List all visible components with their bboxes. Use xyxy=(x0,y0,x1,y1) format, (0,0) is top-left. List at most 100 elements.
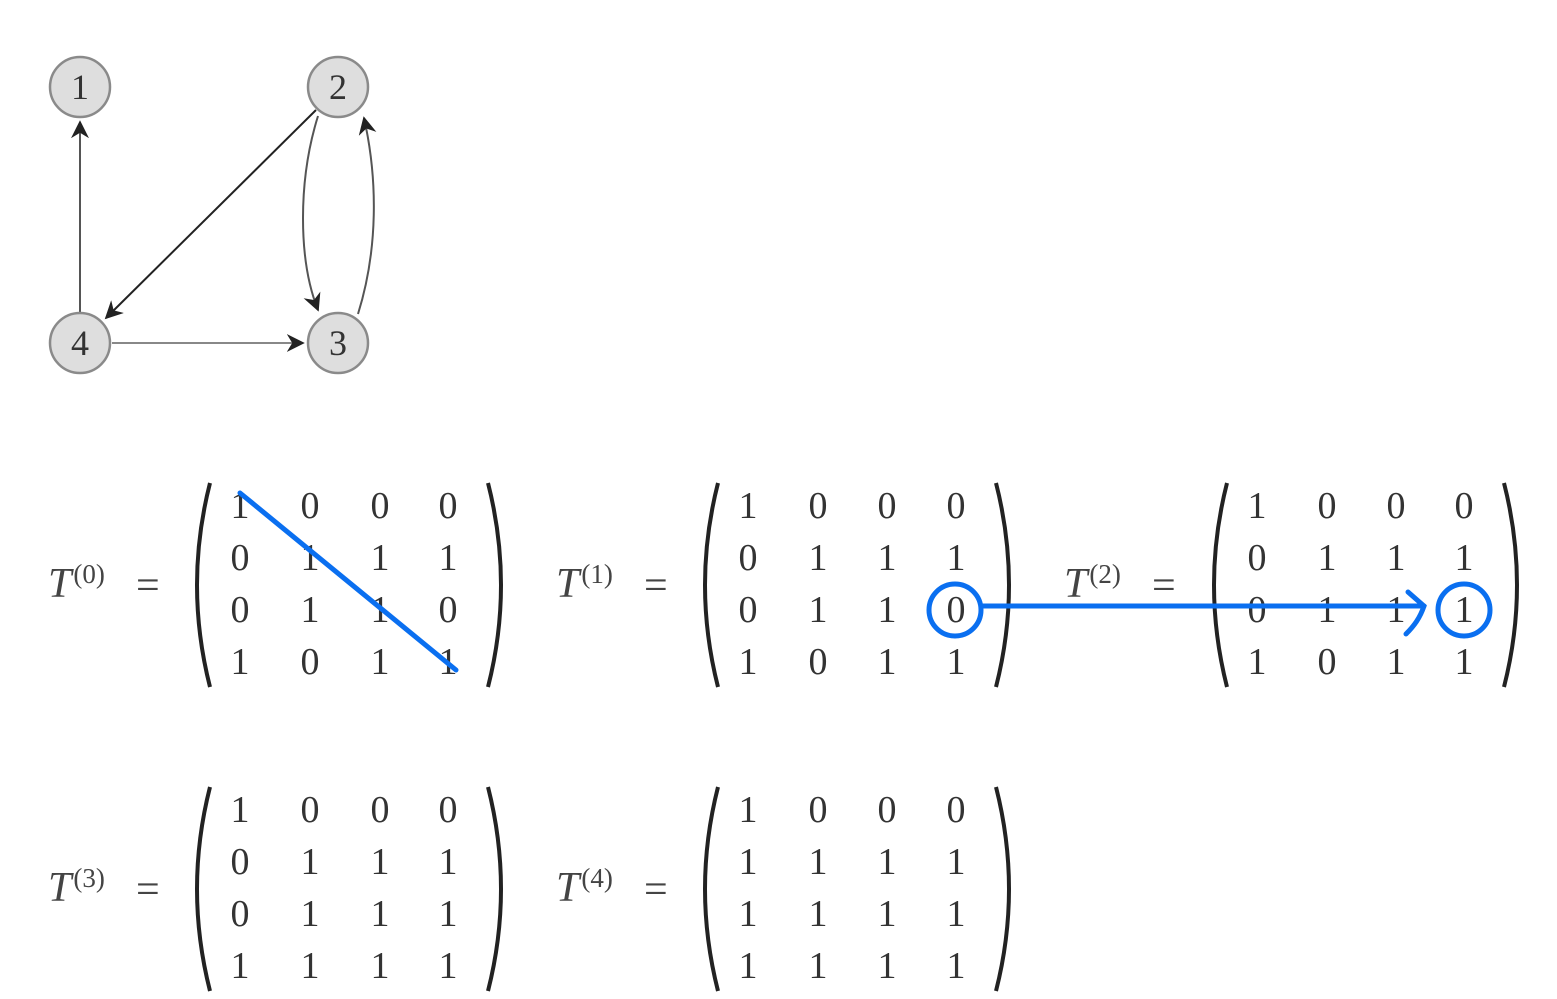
matrix-cell: 0 xyxy=(947,589,966,631)
matrix-cell: 1 xyxy=(371,893,390,935)
matrix-cell: 1 xyxy=(371,841,390,883)
equals-sign: = xyxy=(644,867,668,913)
matrix-symbol: T xyxy=(48,561,74,607)
matrix-cell: 1 xyxy=(439,893,458,935)
matrix-superscript: (3) xyxy=(73,863,104,893)
matrix-cell: 1 xyxy=(301,589,320,631)
matrix-cell: 1 xyxy=(1387,641,1406,683)
highlight-circle-t2 xyxy=(1435,581,1493,639)
matrix-cell: 0 xyxy=(439,589,458,631)
matrix-cell: 0 xyxy=(809,789,828,831)
edge-2-to-4 xyxy=(104,109,317,320)
matrix-label: T(2) xyxy=(1064,559,1121,607)
matrix-cell: 1 xyxy=(739,789,758,831)
matrix-cell: 1 xyxy=(1248,485,1267,527)
matrix-cell: 1 xyxy=(878,537,897,579)
left-parenthesis xyxy=(703,482,720,688)
right-parenthesis xyxy=(1502,482,1519,688)
matrix-cell: 0 xyxy=(1387,485,1406,527)
right-parenthesis xyxy=(994,482,1011,688)
matrix-label: T(4) xyxy=(556,863,613,911)
highlight-circle-t1 xyxy=(926,581,984,639)
matrix-cell: 0 xyxy=(947,789,966,831)
matrix-cell: 0 xyxy=(231,841,250,883)
node-label: 2 xyxy=(329,67,347,107)
node-circle xyxy=(306,311,370,375)
matrix-cell: 1 xyxy=(301,945,320,987)
matrix-cell: 1 xyxy=(809,945,828,987)
matrix-symbol: T xyxy=(1064,561,1090,607)
matrix-cell: 0 xyxy=(439,485,458,527)
matrix-cell: 1 xyxy=(739,485,758,527)
graph-node-2: 2 xyxy=(306,55,370,119)
matrix-cell: 0 xyxy=(371,485,390,527)
node-circle xyxy=(48,55,112,119)
diagonal-strike-line xyxy=(237,490,459,673)
matrix-cell: 0 xyxy=(301,641,320,683)
matrix-cell: 0 xyxy=(231,589,250,631)
matrix-label: T(0) xyxy=(48,559,105,607)
matrix-cell: 0 xyxy=(301,789,320,831)
matrix-cell: 1 xyxy=(231,945,250,987)
matrix-cell: 0 xyxy=(809,485,828,527)
right-parenthesis xyxy=(994,786,1011,992)
matrix-cell: 0 xyxy=(231,537,250,579)
matrix-cell: 0 xyxy=(371,789,390,831)
matrix-cell: 1 xyxy=(1387,589,1406,631)
graph-node-3: 3 xyxy=(306,311,370,375)
matrix-cell: 1 xyxy=(878,945,897,987)
matrix-label: T(3) xyxy=(48,863,105,911)
matrix-cell: 0 xyxy=(1318,485,1337,527)
graph-node-4: 4 xyxy=(48,311,112,375)
matrix-cell: 1 xyxy=(371,537,390,579)
matrix-cell: 1 xyxy=(231,641,250,683)
matrix-cell: 1 xyxy=(809,893,828,935)
matrix-cell: 0 xyxy=(1318,641,1337,683)
equals-sign: = xyxy=(644,563,668,609)
matrix-symbol: T xyxy=(556,865,582,911)
matrix-cell: 1 xyxy=(1455,589,1474,631)
matrix-symbol: T xyxy=(48,865,74,911)
graph-node-1: 1 xyxy=(48,55,112,119)
matrix-cell: 0 xyxy=(809,641,828,683)
matrix-cell: 0 xyxy=(1248,589,1267,631)
matrix-symbol: T xyxy=(556,561,582,607)
matrix-cell: 0 xyxy=(1248,537,1267,579)
matrix-cell: 1 xyxy=(439,945,458,987)
matrix-cell: 1 xyxy=(878,893,897,935)
matrix-superscript: (2) xyxy=(1089,559,1120,589)
left-parenthesis xyxy=(195,482,212,688)
matrix-cell: 1 xyxy=(739,945,758,987)
matrix-cell: 1 xyxy=(1318,537,1337,579)
matrix-cell: 0 xyxy=(231,893,250,935)
matrix-cell: 1 xyxy=(739,641,758,683)
matrix-cell: 0 xyxy=(739,589,758,631)
matrix-cell: 1 xyxy=(439,841,458,883)
matrix-cell: 1 xyxy=(301,841,320,883)
left-parenthesis xyxy=(1212,482,1229,688)
edge-3-to-2 xyxy=(357,116,377,315)
matrix-cell: 1 xyxy=(947,537,966,579)
node-label: 4 xyxy=(71,323,89,363)
matrix-cell: 1 xyxy=(301,893,320,935)
matrix-cell: 1 xyxy=(739,841,758,883)
matrix-label: T(1) xyxy=(556,559,613,607)
matrix-cell: 0 xyxy=(439,789,458,831)
matrix-cell: 1 xyxy=(439,537,458,579)
right-parenthesis xyxy=(486,786,503,992)
matrix-cell: 1 xyxy=(739,893,758,935)
matrix-superscript: (4) xyxy=(581,863,612,893)
matrix-cell: 1 xyxy=(809,537,828,579)
matrix-cell: 1 xyxy=(878,589,897,631)
matrix-cell: 0 xyxy=(947,485,966,527)
annotations xyxy=(237,490,1493,673)
matrix-cell: 1 xyxy=(809,589,828,631)
equals-sign: = xyxy=(136,563,160,609)
node-circle xyxy=(48,311,112,375)
update-arrow-head xyxy=(1403,589,1427,637)
matrix-cell: 1 xyxy=(1387,537,1406,579)
